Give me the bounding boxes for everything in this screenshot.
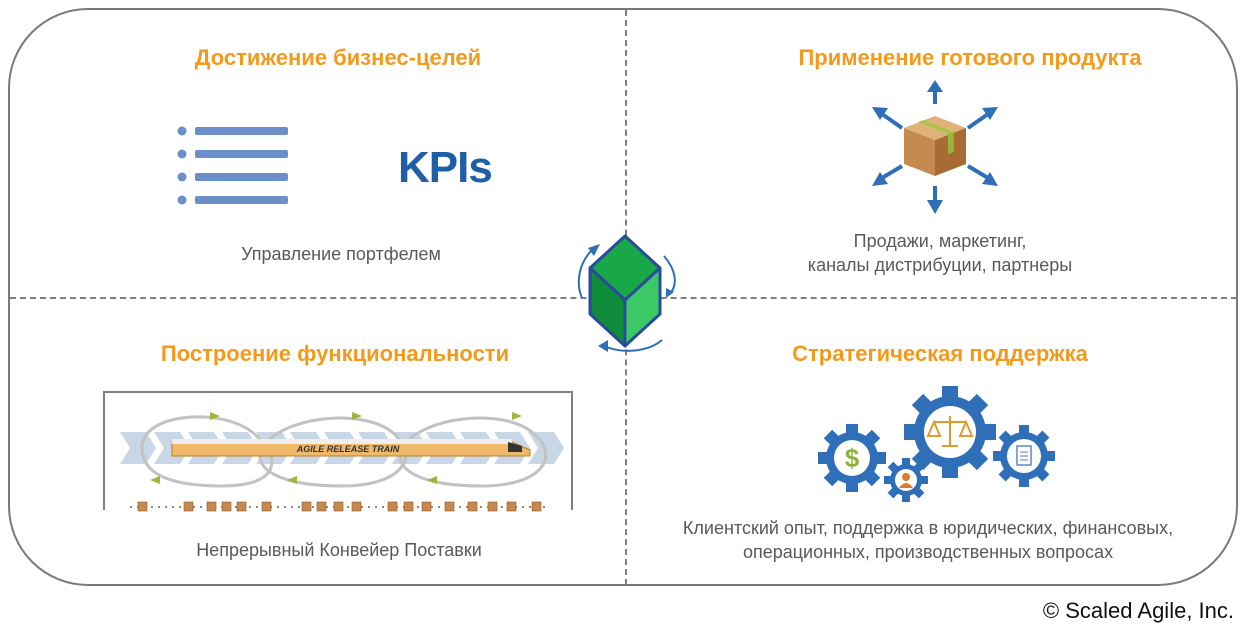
dollar-icon: $	[818, 424, 886, 492]
support-caption-line2: операционных, производственных вопросах	[742, 542, 1114, 563]
business-goals-title: Достижение бизнес-целей	[194, 45, 482, 70]
svg-text:$: $	[845, 443, 860, 473]
bulleted-list-icon	[177, 126, 288, 205]
product-title: Применение готового продукта	[798, 45, 1142, 70]
quadrant-frame	[8, 8, 1238, 586]
train-label: AGILE RELEASE TRAIN	[296, 444, 400, 454]
kpis-label: KPIs	[398, 143, 493, 192]
product-caption: Продажи, маркетинг, каналы дистрибуции, …	[700, 229, 1180, 278]
support-caption: Клиентский опыт, поддержка в юридических…	[628, 516, 1228, 565]
functionality-caption: Непрерывный Конвейер Поставки	[196, 540, 482, 560]
functionality-title: Построение функциональности	[160, 341, 510, 366]
business-goals-caption: Управление портфелем	[241, 244, 441, 264]
package-box-icon	[872, 80, 998, 214]
support-title: Стратегическая поддержка	[792, 341, 1088, 366]
document-icon	[993, 425, 1055, 487]
scales-icon	[904, 386, 996, 478]
product-caption-line1: Продажи, маркетинг,	[853, 231, 1027, 251]
gears-icon: $	[818, 386, 1055, 502]
green-cube-icon	[577, 234, 676, 352]
support-caption-line1: Клиентский опыт, поддержка в юридических…	[682, 518, 1174, 538]
product-caption-line2: каналы дистрибуции, партнеры	[807, 255, 1073, 276]
copyright-notice: © Scaled Agile, Inc.	[1042, 598, 1234, 623]
release-train-icon: AGILE RELEASE TRAIN	[103, 391, 573, 512]
